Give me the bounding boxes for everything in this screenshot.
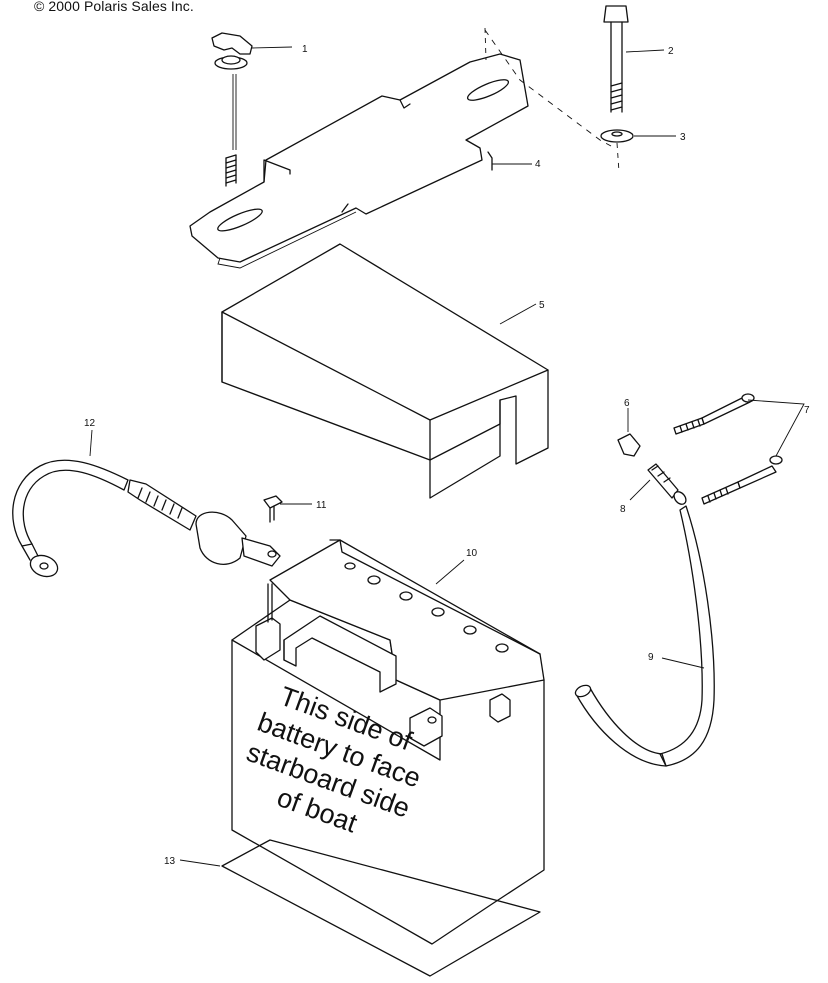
part-3-washer (600, 129, 634, 143)
part-7-screws (673, 393, 783, 505)
leader-12 (89, 429, 93, 457)
part-4-bracket (189, 53, 529, 269)
callout-numbers: 1 2 3 4 5 6 7 8 9 10 11 12 13 (84, 44, 810, 867)
axis-dash-1 (484, 27, 487, 61)
callout-12: 12 (84, 418, 96, 429)
part-10-battery: This side of battery to face starboard s… (231, 539, 545, 945)
leader-8 (629, 479, 651, 501)
leader-7 (747, 399, 805, 457)
callout-5: 5 (539, 300, 545, 311)
part-1-wing-knob (211, 32, 253, 187)
leader-5 (499, 303, 537, 325)
leader-1 (251, 46, 293, 49)
axis-dash-3 (616, 142, 620, 173)
part-13-battery-pad (221, 839, 541, 977)
callout-6: 6 (624, 398, 630, 409)
part-5-cover (221, 243, 549, 499)
part-9-vent-tube (574, 505, 715, 767)
callout-13: 13 (164, 856, 176, 867)
part-8-fitting (647, 463, 687, 505)
callout-2: 2 (668, 46, 674, 57)
part-12-cable (12, 459, 281, 578)
axis-dash-2 (484, 29, 612, 147)
copyright-text: © 2000 Polaris Sales Inc. (34, 0, 194, 14)
callout-10: 10 (466, 548, 478, 559)
part-6-terminal-nut (617, 433, 641, 457)
leader-10 (435, 559, 465, 585)
callout-1: 1 (302, 44, 308, 55)
callout-3: 3 (680, 132, 686, 143)
callout-9: 9 (648, 652, 654, 663)
part-2-bolt (603, 5, 629, 113)
part-11-terminal-bolt (263, 495, 283, 523)
leader-13 (179, 859, 221, 867)
callout-4: 4 (535, 159, 541, 170)
leader-9 (661, 657, 705, 669)
callout-8: 8 (620, 504, 626, 515)
callout-7: 7 (804, 405, 810, 416)
leader-2 (625, 49, 665, 53)
battery-side-label: This side of battery to face starboard s… (243, 681, 425, 839)
callout-11: 11 (316, 500, 327, 511)
